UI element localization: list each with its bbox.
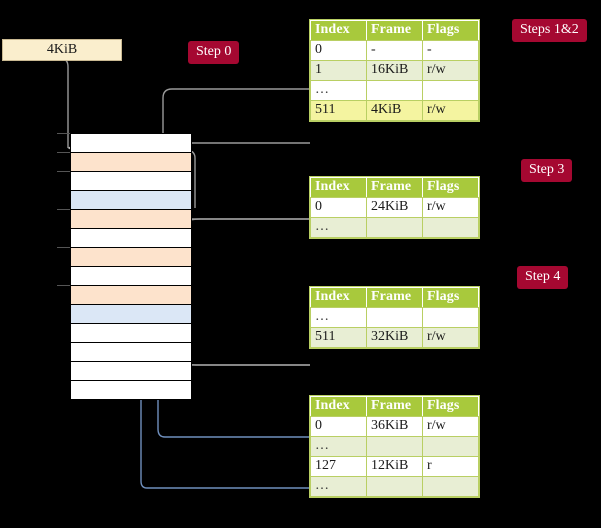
column-header-index: Index [310,20,367,41]
mem-tick [57,171,71,172]
memory-frame-row [71,285,191,304]
column-header-index: Index [310,177,367,198]
physical-memory-column [70,133,192,400]
cell-flags: r/w [422,60,479,81]
table-row: 511 32KiB r/w [310,327,479,348]
cell-flags [422,476,479,497]
memory-frame-row [71,228,191,247]
cell-frame: 32KiB [366,327,423,348]
column-header-flags: Flags [422,396,479,417]
page-table-level-4: Index Frame Flags 0 - - 1 16KiB r/w … [310,20,479,121]
cell-index: 0 [310,197,367,218]
memory-frame-row [71,266,191,285]
column-header-frame: Frame [366,287,423,308]
cell-flags: - [422,40,479,61]
cell-flags: r/w [422,327,479,348]
mem-tick [57,209,71,210]
memory-frame-row [71,342,191,361]
badge-step-0: Step 0 [188,41,240,64]
table-row: 1 16KiB r/w [310,60,479,81]
table-header-row: Index Frame Flags [310,287,479,308]
cell-index: 0 [310,416,367,437]
wire-memory-to-level2 [179,321,310,366]
table-row: 0 - - [310,40,479,61]
cell-frame: 4KiB [366,100,423,121]
table-row: 0 36KiB r/w [310,416,479,437]
cell-frame [366,436,423,457]
cell-index: 127 [310,456,367,477]
wire-step0-page-to-frame [61,58,75,152]
cell-frame [366,476,423,497]
column-header-frame: Frame [366,177,423,198]
cell-index: … [310,436,367,457]
cell-index: 1 [310,60,367,81]
memory-frame-row [71,247,191,266]
mem-tick [57,285,71,286]
mem-tick [57,152,71,153]
table-row: … [310,217,479,238]
memory-frame-row [71,380,191,399]
table-row: 511 4KiB r/w [310,100,479,121]
page-table-level-1: Index Frame Flags 0 36KiB r/w … 127 12Ki… [310,396,479,497]
cell-index: … [310,476,367,497]
mem-tick [57,133,71,134]
table-row: … [310,307,479,328]
cell-frame [366,307,423,328]
column-header-frame: Frame [366,396,423,417]
cell-flags: r/w [422,416,479,437]
column-header-flags: Flags [422,20,479,41]
cell-frame: 36KiB [366,416,423,437]
cell-frame [366,80,423,101]
memory-frame-row [71,133,191,152]
memory-frame-row [71,304,191,323]
memory-frame-row [71,361,191,380]
page-table-level-3: Index Frame Flags 0 24KiB r/w … [310,177,479,238]
cell-flags [422,217,479,238]
column-header-frame: Frame [366,20,423,41]
memory-frame-row [71,190,191,209]
page-table-level-2: Index Frame Flags … 511 32KiB r/w [310,287,479,348]
table-row: … [310,80,479,101]
table-header-row: Index Frame Flags [310,177,479,198]
column-header-index: Index [310,396,367,417]
column-header-flags: Flags [422,287,479,308]
mem-tick [57,247,71,248]
memory-frame-row [71,152,191,171]
table-header-row: Index Frame Flags [310,396,479,417]
cell-index: … [310,307,367,328]
table-row: 127 12KiB r [310,456,479,477]
column-header-index: Index [310,287,367,308]
cell-flags: r/w [422,100,479,121]
cell-frame: - [366,40,423,61]
cell-index: 511 [310,327,367,348]
memory-frame-row [71,171,191,190]
cell-frame: 12KiB [366,456,423,477]
column-header-flags: Flags [422,177,479,198]
badge-step-4: Step 4 [517,266,569,289]
cell-flags: r/w [422,197,479,218]
cell-index: 0 [310,40,367,61]
cell-flags [422,436,479,457]
table-row: … [310,436,479,457]
memory-frame-row [71,209,191,228]
wire-level3-continue [177,218,310,249]
cell-frame [366,217,423,238]
badge-steps-1-2: Steps 1&2 [512,19,587,42]
wire-memory-to-level3 [184,149,310,220]
memory-frame-row [71,323,191,342]
table-header-row: Index Frame Flags [310,20,479,41]
badge-step-3: Step 3 [521,159,573,182]
cell-flags: r [422,456,479,477]
table-row: … [310,476,479,497]
cell-frame: 24KiB [366,197,423,218]
cell-flags [422,307,479,328]
cell-flags [422,80,479,101]
cell-index: … [310,217,367,238]
cell-index: 511 [310,100,367,121]
cell-frame: 16KiB [366,60,423,81]
page-box-4kib: 4KiB [2,39,122,61]
cell-index: … [310,80,367,101]
table-row: 0 24KiB r/w [310,197,479,218]
